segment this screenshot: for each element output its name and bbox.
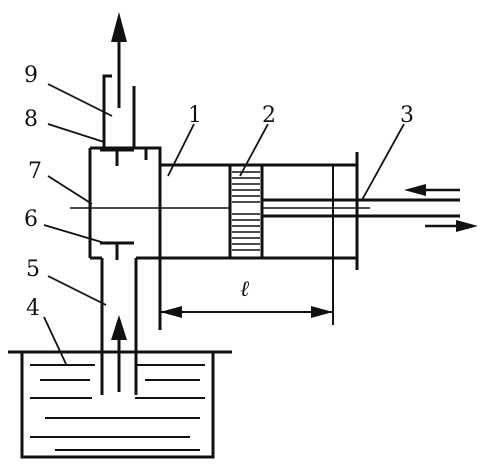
suction-pipe [100, 258, 138, 395]
discharge-flow-arrow [111, 12, 127, 108]
label-1: 1 [188, 103, 202, 128]
leader-4 [43, 316, 67, 365]
leader-9 [47, 83, 113, 117]
label-5: 5 [26, 257, 40, 282]
leader-7 [47, 175, 93, 205]
label-7: 7 [28, 159, 42, 184]
piston-rod [262, 198, 460, 218]
rod-motion-arrows [404, 184, 478, 232]
suction-flow-arrow [111, 315, 127, 392]
leader-3 [361, 123, 405, 201]
leader-1 [167, 123, 195, 177]
stroke-dimension [160, 306, 333, 318]
stroke-length-label: ℓ [240, 277, 250, 302]
suction-valve [100, 241, 134, 260]
label-8: 8 [24, 107, 38, 132]
part-labels: 9 8 7 6 5 4 1 2 3 [24, 63, 414, 321]
piston [228, 163, 264, 260]
leader-6 [43, 224, 109, 245]
label-6: 6 [24, 207, 38, 232]
leader-lines [43, 83, 405, 365]
label-3: 3 [400, 103, 414, 128]
label-4: 4 [26, 296, 40, 321]
leader-5 [47, 275, 107, 306]
label-9: 9 [24, 63, 38, 88]
liquid-hatching [30, 364, 205, 451]
tank-walls [20, 352, 215, 459]
label-2: 2 [262, 103, 276, 128]
leader-2 [239, 123, 269, 177]
discharge-pipe [102, 74, 136, 148]
discharge-valve [100, 148, 134, 166]
leader-8 [47, 123, 105, 143]
